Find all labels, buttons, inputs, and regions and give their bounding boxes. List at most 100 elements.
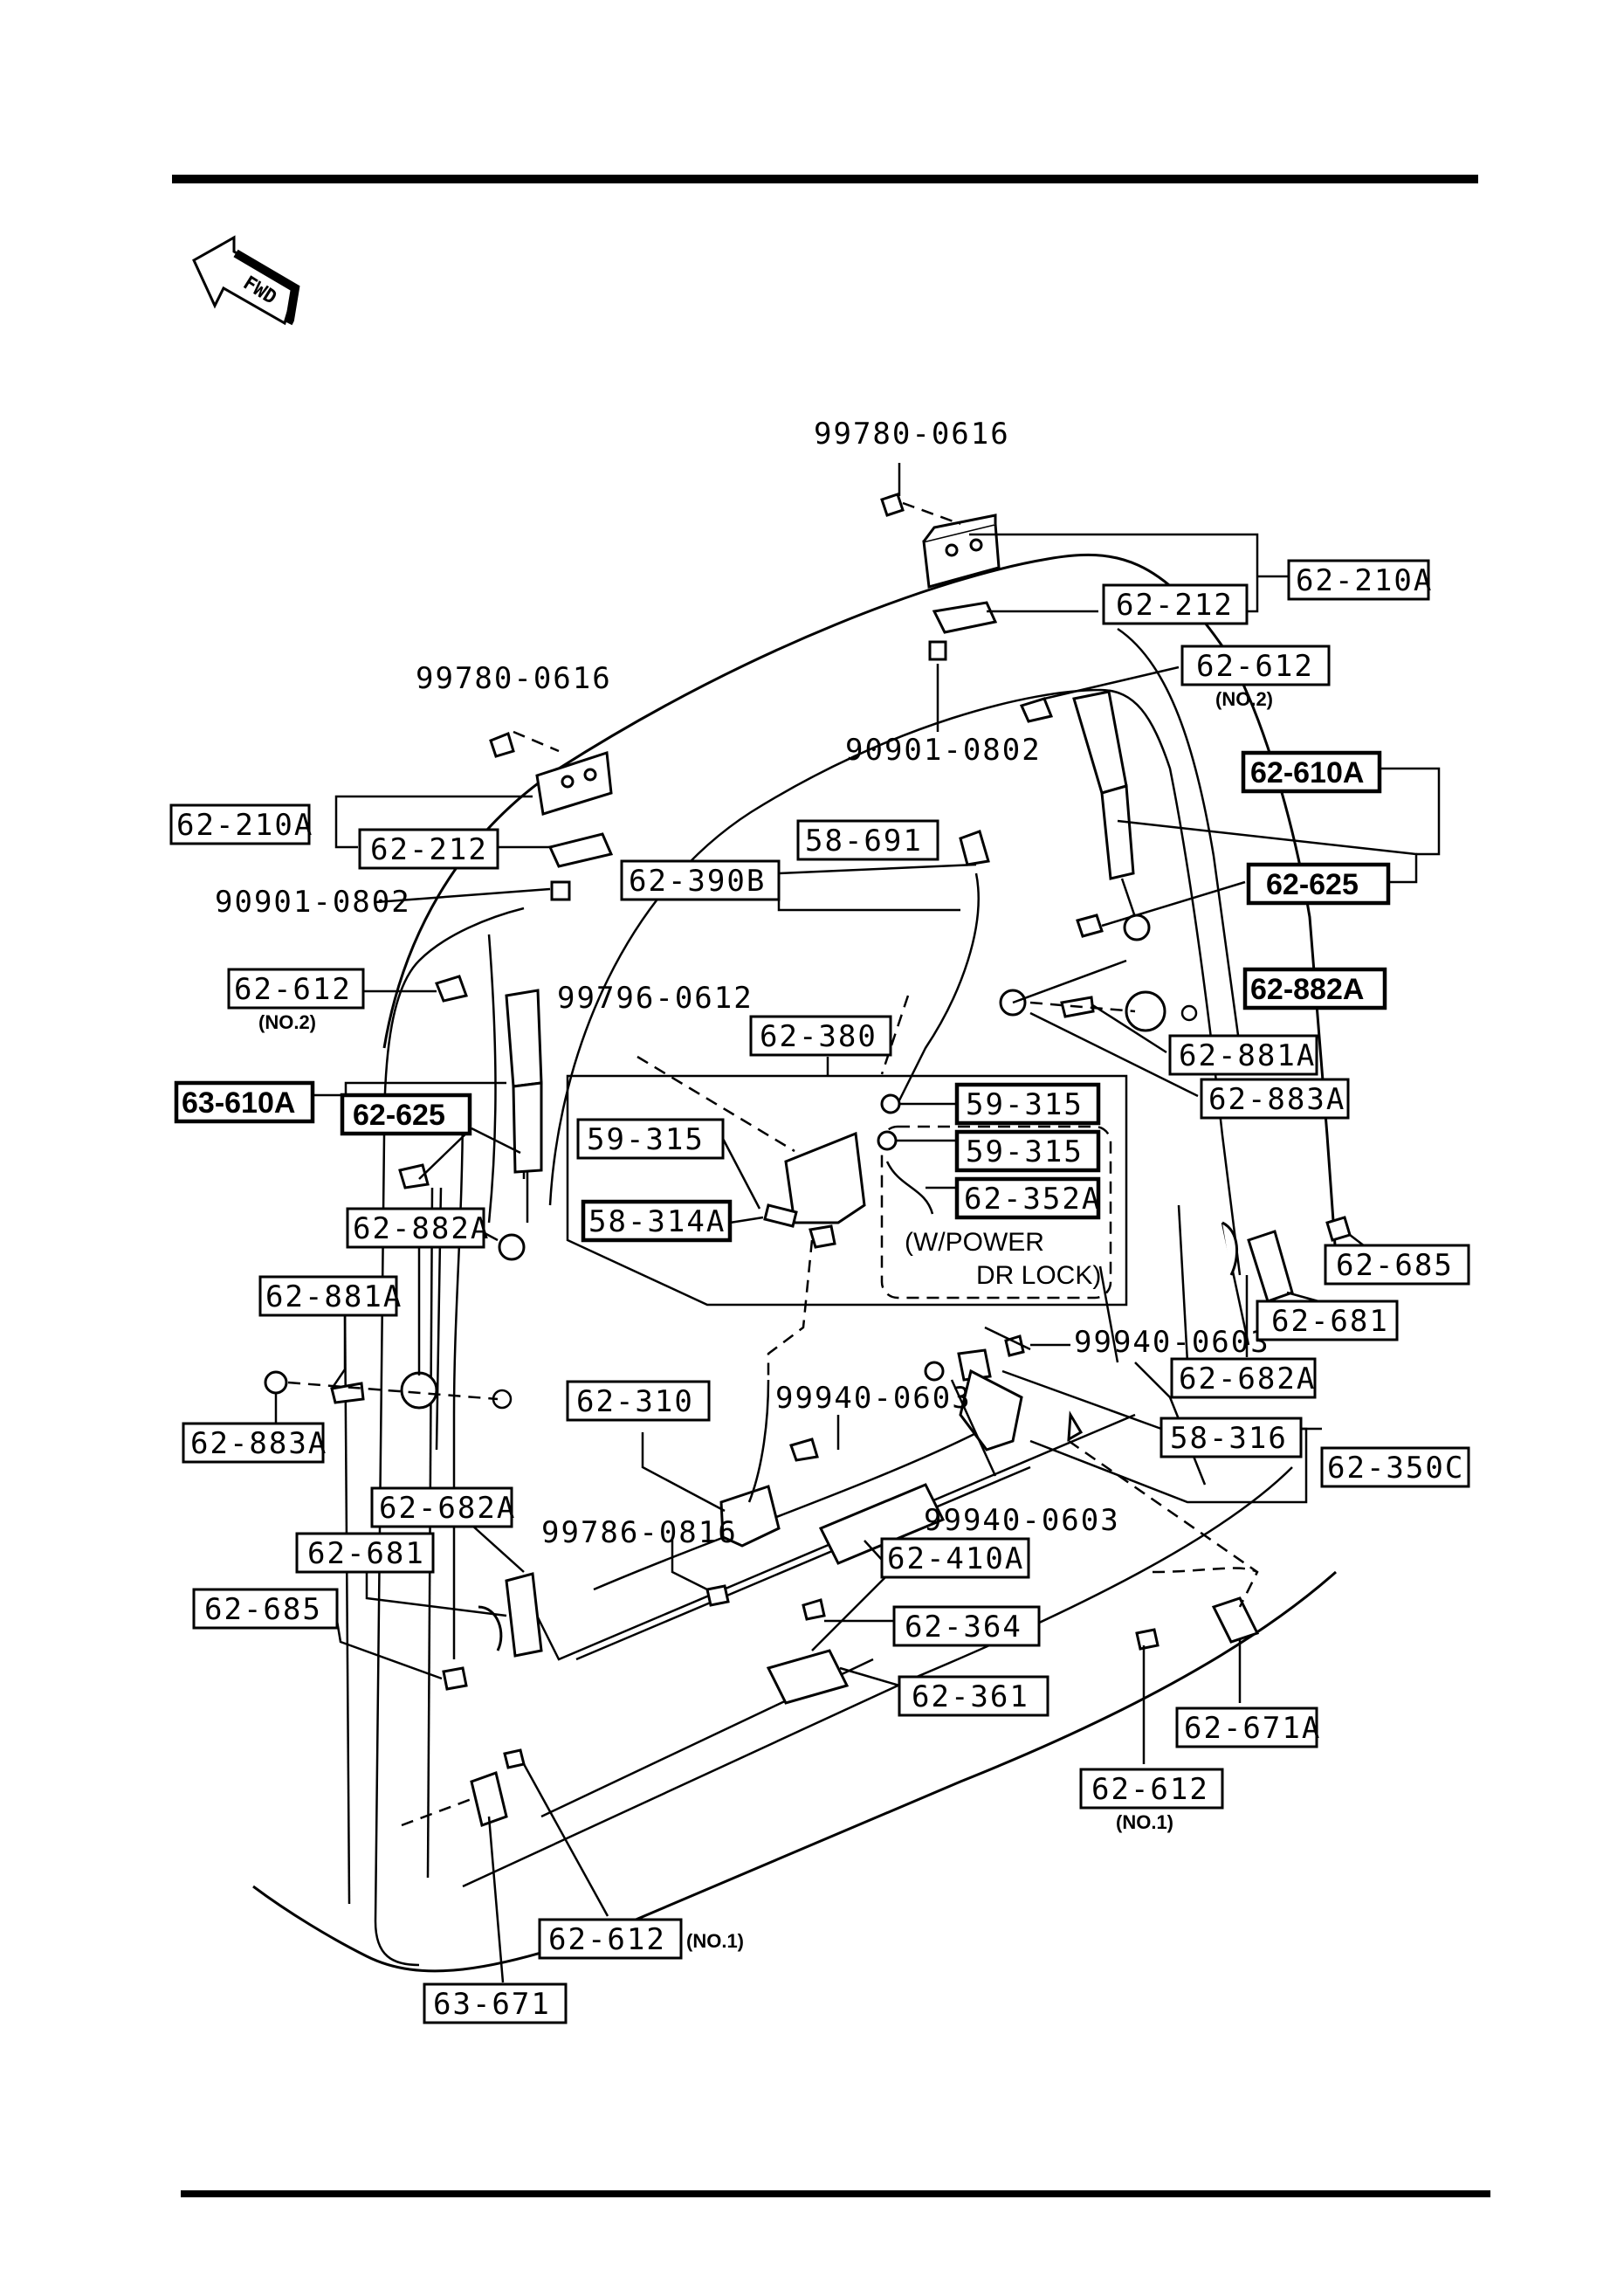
bolt-99780-left-label: 99780-0616	[416, 661, 612, 696]
label-62-682A-left: 62-682A	[370, 1486, 516, 1528]
nut-90901-top-label: 90901-0802	[845, 733, 1042, 768]
label-62-881A-left: 62-881A	[258, 1275, 401, 1317]
svg-text:62-612: 62-612	[548, 1922, 666, 1957]
note-no1-right: (NO.1)	[1116, 1811, 1173, 1833]
label-63-671: 63-671	[423, 1982, 568, 2024]
bolt-99940-b-label: 99940-0603	[775, 1381, 972, 1416]
svg-text:62-612: 62-612	[234, 972, 352, 1007]
svg-text:62-612: 62-612	[1196, 649, 1314, 684]
label-62-380: 62-380	[749, 1015, 892, 1057]
label-59-315-c: 59-315	[954, 1129, 1101, 1173]
svg-text:62-352A: 62-352A	[964, 1182, 1101, 1217]
bottom-rule	[181, 2190, 1490, 2197]
svg-text:63-671: 63-671	[433, 1987, 551, 2022]
label-62-364: 62-364	[892, 1605, 1041, 1647]
top-rule	[172, 175, 1478, 183]
note-no1-left: (NO.1)	[686, 1930, 744, 1952]
svg-text:62-685: 62-685	[204, 1592, 322, 1627]
svg-text:62-610A: 62-610A	[1250, 756, 1364, 789]
svg-text:59-315: 59-315	[587, 1122, 705, 1157]
svg-text:62-625: 62-625	[1266, 868, 1359, 901]
svg-text:62-210A: 62-210A	[1296, 563, 1433, 598]
guide-left-part	[442, 1572, 543, 1691]
note-no2-left: (NO.2)	[258, 1011, 316, 1033]
svg-text:59-315: 59-315	[966, 1087, 1084, 1122]
label-62-410A: 62-410A	[880, 1537, 1030, 1579]
svg-text:62-883A: 62-883A	[190, 1426, 327, 1461]
latch-parts	[763, 830, 990, 1249]
bumper-left-part	[470, 1748, 526, 1827]
svg-text:62-671A: 62-671A	[1184, 1711, 1321, 1746]
svg-text:62-882A: 62-882A	[1250, 973, 1364, 1006]
label-59-315-b: 59-315	[954, 1082, 1101, 1126]
label-62-612-no1-right: 62-612	[1079, 1768, 1224, 1810]
label-62-881A-right: 62-881A	[1168, 1034, 1318, 1076]
svg-text:62-310: 62-310	[576, 1384, 694, 1419]
svg-text:62-682A: 62-682A	[379, 1491, 516, 1526]
label-62-883A-right: 62-883A	[1200, 1078, 1350, 1120]
svg-text:58-314A: 58-314A	[588, 1204, 726, 1239]
svg-text:62-681: 62-681	[307, 1536, 425, 1571]
svg-text:62-612: 62-612	[1091, 1772, 1209, 1807]
note-power-line1: (W/POWER	[905, 1228, 1044, 1257]
hinge-right-part	[880, 493, 1001, 661]
label-62-390B: 62-390B	[620, 859, 781, 901]
label-62-625-right: 62-625	[1246, 862, 1391, 906]
svg-text:58-316: 58-316	[1170, 1421, 1288, 1456]
label-62-212-left: 62-212	[358, 828, 499, 870]
nut-90901-left-label: 90901-0802	[215, 885, 411, 920]
label-62-685-right: 62-685	[1324, 1244, 1470, 1286]
label-62-625-left: 62-625	[340, 1093, 472, 1136]
label-58-314A: 58-314A	[581, 1199, 733, 1243]
svg-text:62-882A: 62-882A	[353, 1211, 490, 1246]
bolt-99796-label: 99796-0612	[557, 981, 754, 1016]
svg-text:62-212: 62-212	[1116, 588, 1234, 623]
svg-text:62-682A: 62-682A	[1179, 1362, 1316, 1396]
label-62-612-no1-left: 62-612	[538, 1918, 683, 1960]
label-62-210A-right: 62-210A	[1287, 559, 1433, 601]
label-62-681-right: 62-681	[1256, 1300, 1399, 1341]
striker-part	[766, 1649, 850, 1705]
svg-text:62-210A: 62-210A	[176, 808, 313, 843]
svg-text:58-691: 58-691	[805, 824, 923, 858]
svg-text:62-350C: 62-350C	[1327, 1451, 1464, 1486]
bumper-right-part	[1135, 1596, 1260, 1651]
label-62-610A-right: 62-610A	[1241, 750, 1382, 794]
svg-text:62-364: 62-364	[905, 1610, 1022, 1644]
bolt-99940-c-label: 99940-0603	[924, 1503, 1120, 1538]
bolt-99786-label: 99786-0816	[541, 1515, 738, 1550]
liftgate-outline	[252, 553, 1338, 1973]
hinge-left-part	[489, 731, 614, 901]
power-lock-frame	[880, 1125, 1112, 1300]
label-62-361: 62-361	[898, 1675, 1049, 1717]
svg-text:62-212: 62-212	[370, 832, 488, 867]
label-62-350C: 62-350C	[1320, 1446, 1470, 1488]
label-62-310: 62-310	[566, 1380, 711, 1422]
svg-text:62-681: 62-681	[1271, 1304, 1389, 1339]
label-62-612-no2-right: 62-612	[1180, 645, 1331, 686]
svg-text:62-390B: 62-390B	[629, 864, 766, 899]
note-power-line2: DR LOCK)	[976, 1261, 1101, 1290]
label-62-883A-left: 62-883A	[182, 1422, 327, 1464]
label-62-671A: 62-671A	[1175, 1706, 1321, 1748]
label-58-691: 58-691	[796, 819, 939, 861]
label-62-882A-right: 62-882A	[1242, 967, 1387, 1010]
svg-text:62-685: 62-685	[1336, 1248, 1454, 1283]
label-62-210A-left: 62-210A	[169, 803, 313, 845]
bolt-99780-top-label: 99780-0616	[814, 417, 1010, 452]
stopper-left-part	[264, 1163, 513, 1410]
svg-text:59-315: 59-315	[966, 1134, 1084, 1169]
svg-text:62-625: 62-625	[353, 1099, 445, 1132]
svg-text:62-881A: 62-881A	[1179, 1038, 1316, 1073]
svg-text:63-610A: 63-610A	[182, 1086, 295, 1120]
svg-text:62-883A: 62-883A	[1208, 1082, 1345, 1117]
label-62-882A-left: 62-882A	[346, 1207, 490, 1249]
damper-right-part	[1019, 690, 1151, 941]
latch-assembly-frame	[566, 1074, 1128, 1307]
label-62-352A: 62-352A	[954, 1176, 1101, 1220]
fwd-arrow-icon: FWD	[192, 235, 300, 326]
label-62-681-left: 62-681	[295, 1532, 435, 1574]
bolt-99940-a-label: 99940-0603	[1074, 1325, 1270, 1360]
label-58-316: 58-316	[1160, 1417, 1303, 1458]
